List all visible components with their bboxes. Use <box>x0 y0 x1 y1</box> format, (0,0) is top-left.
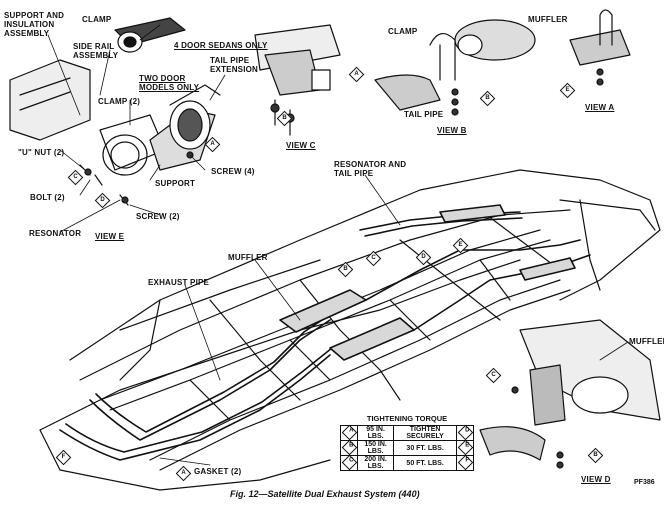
label-view-b: VIEW B <box>437 126 467 135</box>
label-resonator-tail: RESONATOR AND TAIL PIPE <box>334 160 407 178</box>
torque-row: B 150 IN. LBS. 30 FT. LBS. E <box>340 439 474 456</box>
label-clamp-b: CLAMP <box>388 27 418 36</box>
label-clamp-top: CLAMP <box>82 15 112 24</box>
label-gasket: GASKET (2) <box>194 467 242 476</box>
torque-grid: A 95 IN. LBS. TIGHTEN SECURELY D B 150 I… <box>340 424 474 471</box>
torque-value: 30 FT. LBS. <box>393 440 457 456</box>
vehicle-floor-pan <box>39 169 661 491</box>
label-view-a: VIEW A <box>585 103 615 112</box>
label-two-door: TWO DOOR MODELS ONLY <box>139 74 200 92</box>
label-muffler-main: MUFFLER <box>228 253 268 262</box>
torque-row: C 200 IN. LBS. 50 FT. LBS. F <box>340 454 474 471</box>
detail-view-d <box>479 319 661 469</box>
detail-view-a <box>569 9 631 86</box>
figure-caption: Fig. 12—Satellite Dual Exhaust System (4… <box>230 489 420 499</box>
torque-value: 150 IN. LBS. <box>356 440 395 456</box>
label-view-e: VIEW E <box>95 232 125 241</box>
torque-key: C <box>340 454 358 471</box>
label-tail-pipe-b: TAIL PIPE <box>404 110 444 119</box>
torque-value: TIGHTEN SECURELY <box>393 425 457 441</box>
torque-row: A 95 IN. LBS. TIGHTEN SECURELY D <box>340 424 474 441</box>
label-view-c: VIEW C <box>286 141 316 150</box>
label-muffler-b: MUFFLER <box>528 15 568 24</box>
label-exhaust-pipe: EXHAUST PIPE <box>148 278 210 287</box>
label-muffler-d: MUFFLER <box>629 337 664 346</box>
label-screw2: SCREW (2) <box>136 212 180 221</box>
torque-key: E <box>456 439 474 456</box>
detail-view-b <box>374 19 536 116</box>
detail-view-c <box>254 24 341 136</box>
detail-support-assembly <box>9 17 221 206</box>
label-u-nut: "U" NUT (2) <box>18 148 65 157</box>
leader-lines <box>47 24 629 466</box>
torque-key: D <box>456 424 474 441</box>
label-bolt2: BOLT (2) <box>30 193 65 202</box>
torque-value: 95 IN. LBS. <box>356 425 395 441</box>
torque-value: 200 IN. LBS. <box>356 455 395 471</box>
label-tail-pipe-ext: TAIL PIPE EXTENSION <box>210 56 259 74</box>
torque-title: TIGHTENING TORQUE <box>366 414 448 423</box>
torque-value: 50 FT. LBS. <box>393 455 457 471</box>
label-support: SUPPORT <box>155 179 196 188</box>
exhaust-pipes <box>59 204 591 461</box>
label-screw4: SCREW (4) <box>211 167 255 176</box>
label-four-door: 4 DOOR SEDANS ONLY <box>174 41 268 50</box>
label-resonator: RESONATOR <box>29 229 82 238</box>
figure-code: PF386 <box>634 479 655 486</box>
label-view-d: VIEW D <box>581 475 611 484</box>
torque-key: F <box>456 454 474 471</box>
tightening-torque-table: TIGHTENING TORQUE A 95 IN. LBS. TIGHTEN … <box>340 414 474 471</box>
label-side-rail: SIDE RAIL ASSEMBLY <box>73 42 119 60</box>
label-clamp2: CLAMP (2) <box>98 97 141 106</box>
label-support-insulation: SUPPORT AND INSULATION ASSEMBLY <box>4 11 65 38</box>
